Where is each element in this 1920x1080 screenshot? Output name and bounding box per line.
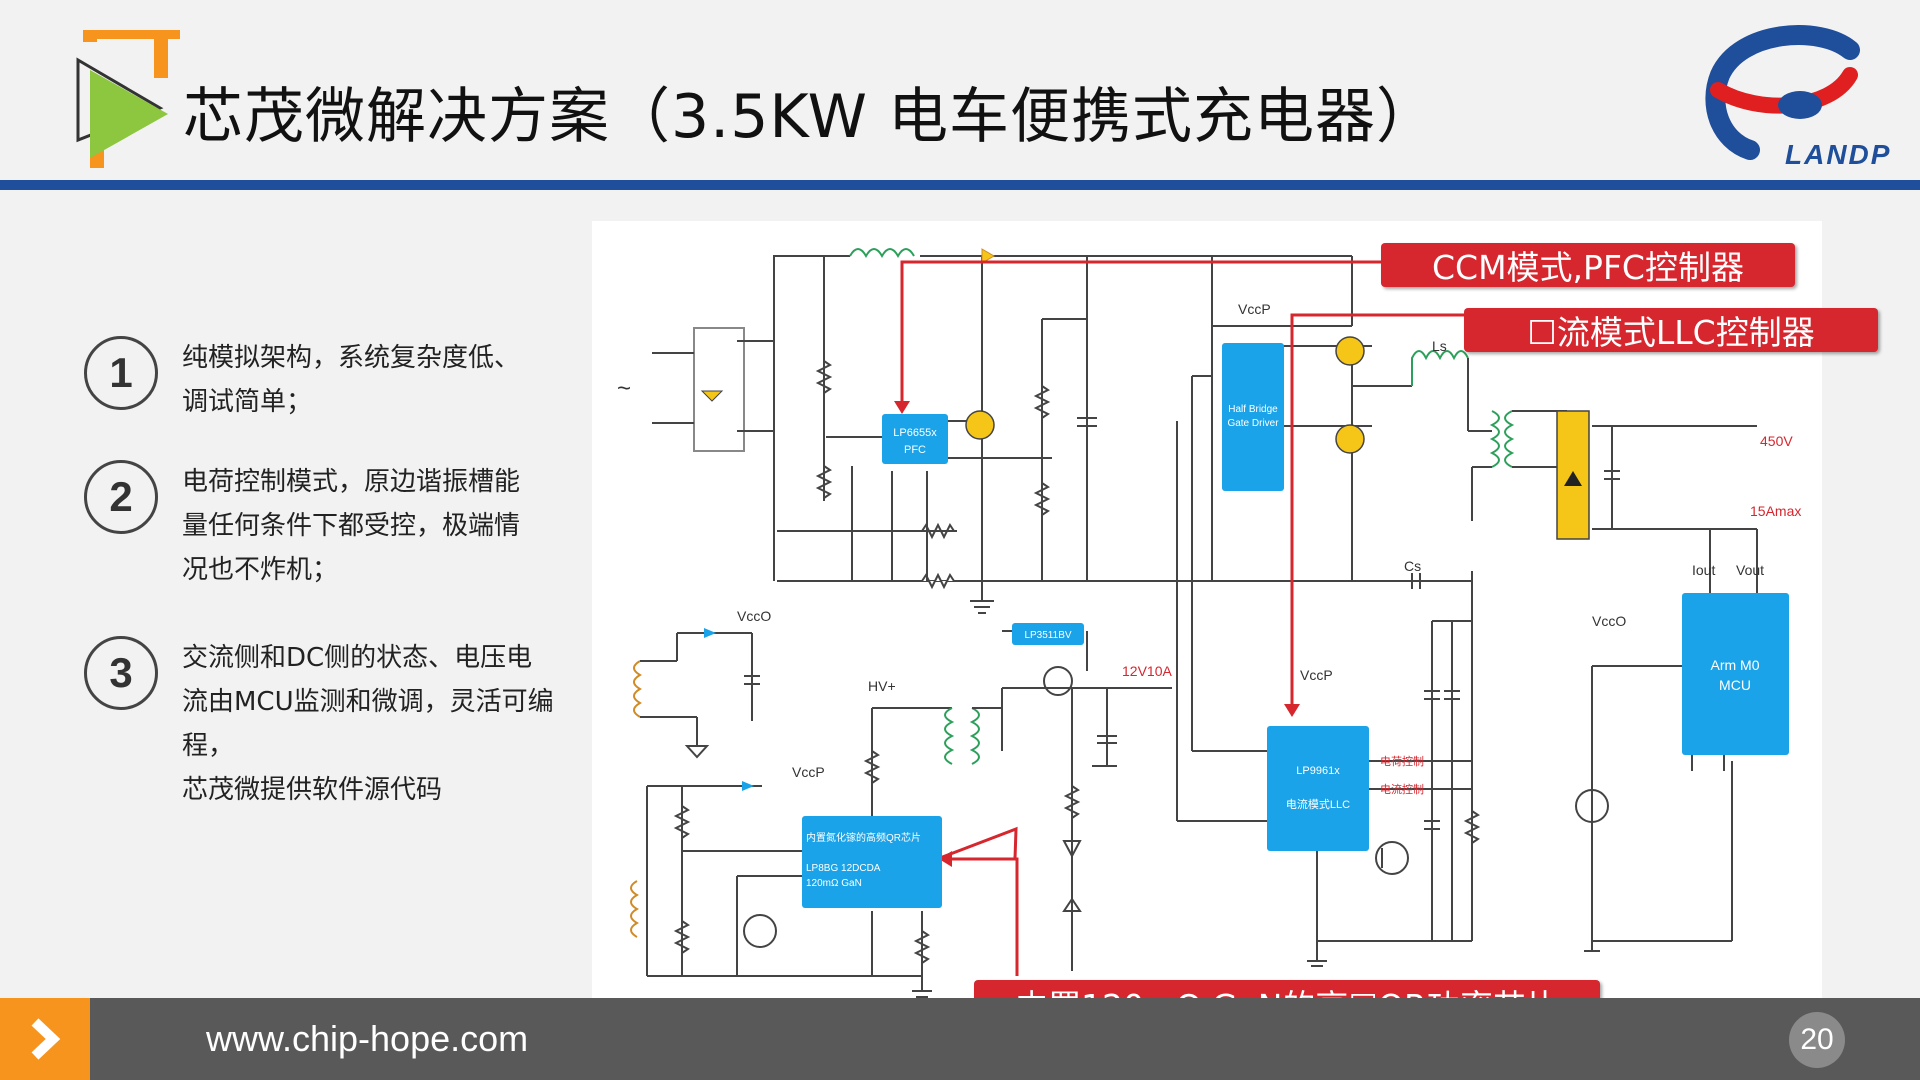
footer: www.chip-hope.com 20 (0, 998, 1920, 1080)
vccp-top-label: VccP (1238, 301, 1271, 317)
circuit-diagram: LP6655x PFC Half Bridge Gate Driver LP99… (592, 221, 1822, 1011)
page-title: 芯茂微解决方案（3.5KW 电车便携式充电器） (183, 82, 1438, 152)
llc-callout: ☐流模式LLC控制器 (1464, 308, 1878, 352)
header-rule (0, 180, 1920, 190)
vccp-llc-label: VccP (1300, 667, 1333, 683)
pfc-callout: CCM模式,PFC控制器 (1381, 243, 1795, 287)
vcco-aux-label: VccO (737, 608, 771, 624)
vcco-mcu-label: VccO (1592, 613, 1626, 629)
qr-chip-line3: 120mΩ GaN (806, 878, 862, 889)
point-text: 纯模拟架构，系统复杂度低、 调试简单； (182, 343, 521, 417)
point-text: 电荷控制模式，原边谐振槽能 量任何条件下都受控，极端情 况也不炸机； (182, 467, 521, 585)
output-12v-label: 12V10A (1122, 663, 1172, 679)
current-15a-label: 15Amax (1750, 503, 1801, 519)
landp-logo (1705, 25, 1860, 160)
pfc-chip-name: LP6655x (893, 427, 937, 439)
voltage-450-label: 450V (1760, 433, 1793, 449)
llc-chip-name: LP9961x (1296, 765, 1340, 777)
qr-chip-line2: LP8BG 12DCDA (806, 863, 881, 874)
vout-label: Vout (1736, 562, 1764, 578)
logo-text: LANDP (1785, 139, 1892, 170)
point-number: 3 (84, 636, 158, 710)
point-number: 2 (84, 460, 158, 534)
footer-url: www.chip-hope.com (206, 1018, 529, 1059)
point-text: 交流侧和DC侧的状态、电压电 流由MCU监测和微调，灵活可编 程， 芯茂微提供软… (182, 643, 554, 805)
vccp-qr-label: VccP (792, 764, 825, 780)
llc-chip-type: 电流模式LLC (1286, 797, 1350, 811)
iout-label: Iout (1692, 562, 1715, 578)
qr-chip-line1: 内置氮化镓的高频QR芯片 (806, 831, 921, 844)
cs-label: Cs (1404, 558, 1421, 574)
gate-driver-line1: Half Bridge (1228, 404, 1278, 415)
point-number: 1 (84, 336, 158, 410)
hv-label: HV+ (868, 678, 896, 694)
page-number: 20 (1789, 1012, 1845, 1068)
ls-label: Ls (1432, 338, 1447, 354)
gate-driver-line2: Gate Driver (1227, 418, 1279, 429)
pfc-chip-type: PFC (904, 444, 926, 456)
ac-symbol: ~ (617, 375, 631, 402)
chevron-right-icon (0, 998, 90, 1080)
charge-control-label: 电荷控制 (1380, 754, 1424, 768)
title-play-icon (76, 30, 180, 168)
mcu-line1: Arm M0 (1711, 657, 1760, 673)
mcu-line2: MCU (1719, 677, 1751, 693)
ldo-chip: LP3511BV (1024, 630, 1071, 641)
current-control-label: 电流控制 (1380, 782, 1424, 796)
